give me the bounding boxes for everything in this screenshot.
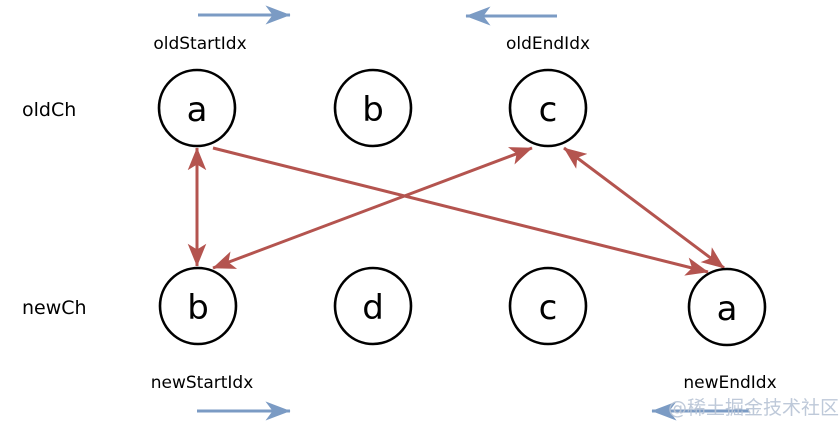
node-circle (333, 68, 413, 148)
index-pointer-label: oldEndIdx (506, 34, 590, 54)
node-circle (508, 266, 588, 346)
node-old-c[interactable]: c (508, 68, 588, 148)
node-old-a[interactable]: a (157, 68, 237, 148)
row-label-newch: newCh (22, 297, 87, 319)
index-pointer-old-start-idx: oldStartIdx (153, 5, 291, 54)
node-circle (333, 266, 413, 346)
node-circle (687, 267, 767, 347)
index-pointer-new-end-idx: newEndIdx (651, 373, 777, 421)
index-pointer-label: newEndIdx (683, 373, 776, 393)
arrow-old-c-to-new-a (563, 146, 725, 270)
move-arrow-group (187, 146, 725, 276)
node-circle (508, 68, 588, 148)
node-circle (158, 266, 238, 346)
node-char: b (362, 90, 384, 130)
index-pointer-new-start-idx: newStartIdx (151, 373, 291, 421)
node-char: d (362, 288, 384, 328)
node-char: a (187, 90, 208, 130)
new-children-row: b d c a (158, 266, 767, 347)
node-new-c[interactable]: c (508, 266, 588, 346)
node-new-a[interactable]: a (687, 267, 767, 347)
node-new-d[interactable]: d (333, 266, 413, 346)
index-pointer-old-end-idx: oldEndIdx (465, 6, 590, 54)
index-pointer-label: oldStartIdx (153, 34, 246, 54)
node-char: b (187, 288, 209, 328)
arrow-new-b-to-old-c (212, 146, 533, 270)
watermark: @稀土掘金技术社区 (668, 397, 839, 419)
row-label-oldch: oldCh (22, 99, 76, 121)
old-children-row: a b c (157, 68, 588, 148)
node-old-b[interactable]: b (333, 68, 413, 148)
node-char: c (539, 288, 558, 328)
node-char: c (539, 90, 558, 130)
node-circle (157, 68, 237, 148)
arrow-old-a-to-new-a (212, 146, 709, 276)
node-char: a (717, 289, 738, 329)
node-new-b[interactable]: b (158, 266, 238, 346)
index-pointer-label: newStartIdx (151, 373, 254, 393)
